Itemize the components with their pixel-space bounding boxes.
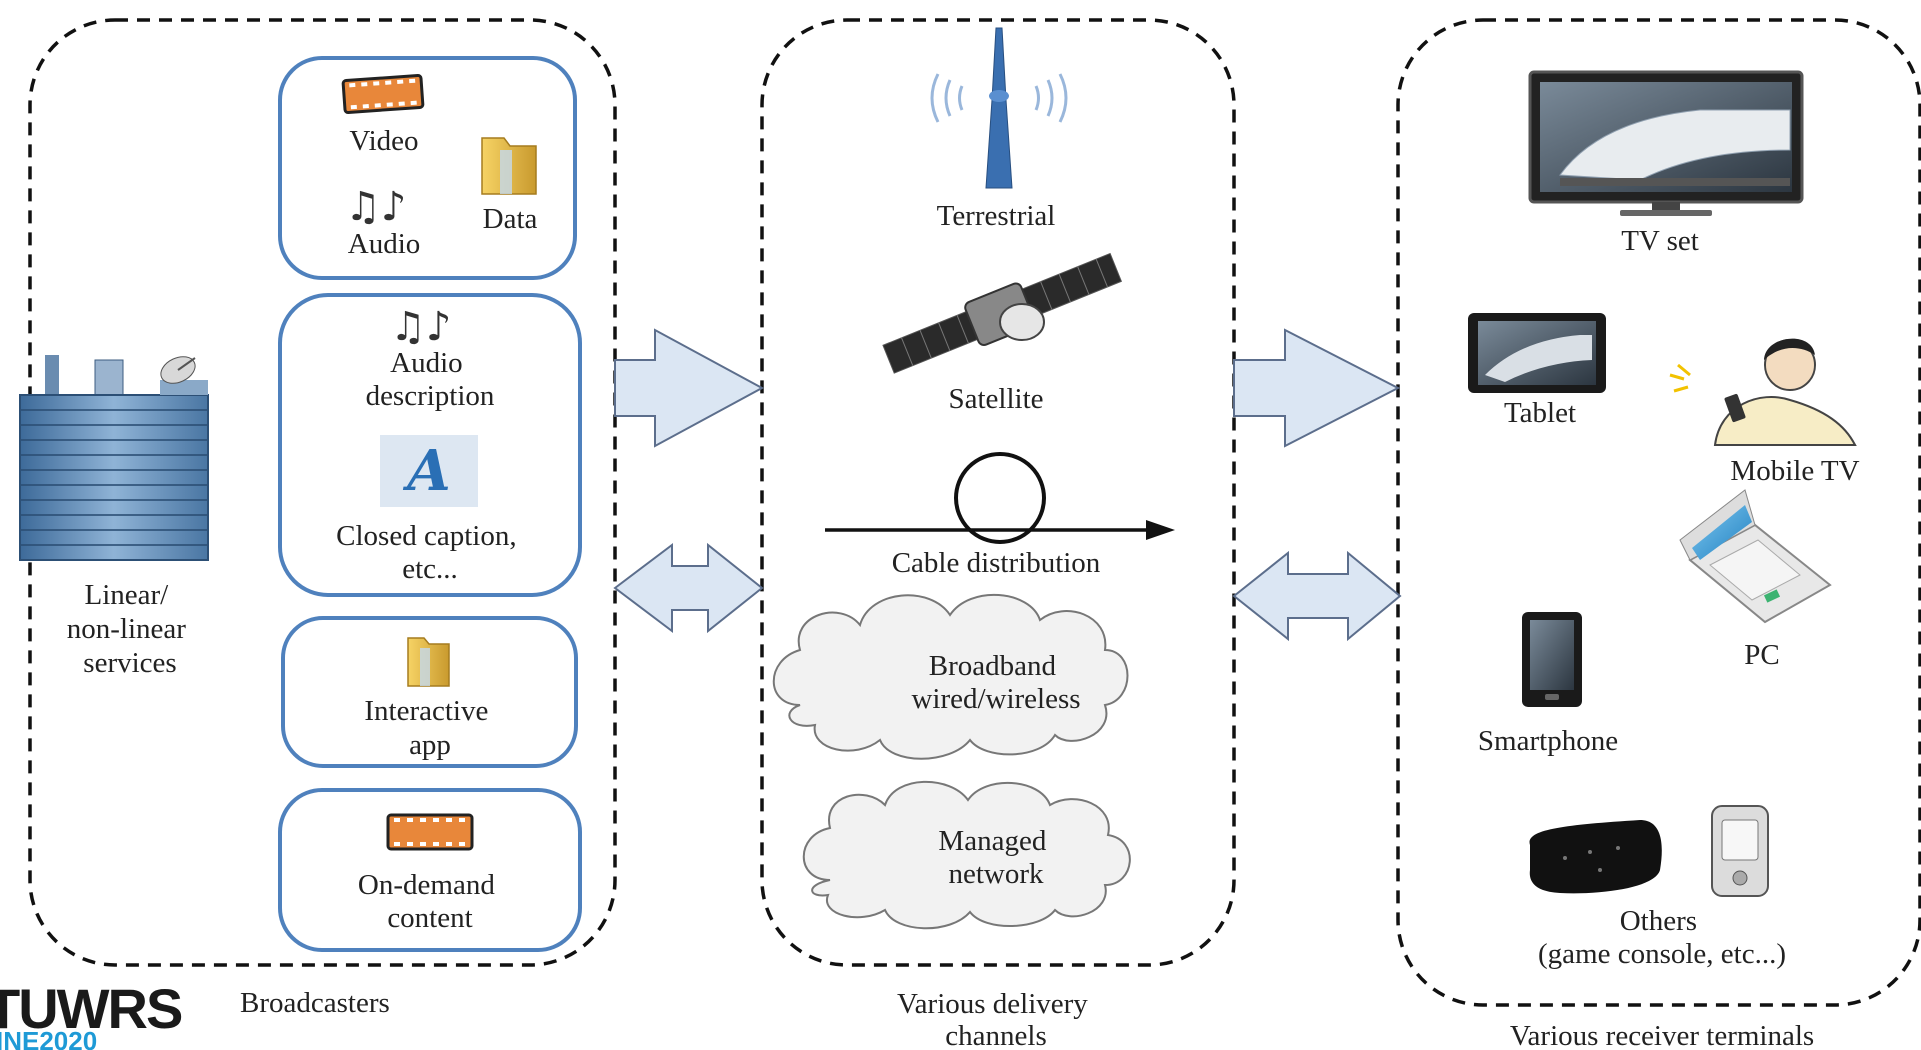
ondemand-label: On-demand content — [358, 869, 502, 934]
receiver-terminals-group — [1396, 18, 1921, 1007]
audio-label: Audio — [348, 228, 421, 260]
data-folder-icon — [481, 137, 537, 195]
tablet-label: Tablet — [1504, 397, 1576, 429]
cable-label: Cable distribution — [892, 547, 1101, 579]
others-label: Others (game console, etc...) — [1538, 905, 1786, 970]
svg-text:TUWRS: TUWRS — [0, 977, 182, 1040]
broadcasters-label: Broadcasters — [240, 987, 390, 1019]
svg-text:♫♪: ♫♪ — [345, 184, 406, 230]
receiver-terminals-label: Various receiver terminals — [1510, 1020, 1814, 1050]
closed-caption-icon: A — [380, 435, 478, 507]
content-box-accessibility — [278, 293, 582, 597]
interactive-app-label: Interactive app — [364, 695, 495, 761]
broadcaster-building-icon — [19, 355, 209, 561]
managed-network-cloud-shape — [802, 780, 1131, 930]
music-notes-icon: ♫♪ — [345, 184, 406, 230]
svg-text:♫♪: ♫♪ — [390, 304, 451, 350]
cable-loop-icon — [825, 452, 1175, 544]
pc-laptop-icon — [1679, 489, 1832, 624]
terrestrial-label: Terrestrial — [937, 200, 1056, 232]
smartphone-label: Smartphone — [1478, 725, 1618, 757]
terrestrial-tower-icon — [930, 27, 1068, 189]
tuwrs-logo: TUWRS INE2020 — [0, 977, 184, 1050]
broadcast-forward-arrow — [614, 328, 765, 448]
delivery-forward-arrow — [1233, 328, 1401, 448]
closed-caption-label: Closed caption, etc... — [336, 520, 524, 585]
managed-network-label: Managed network — [938, 825, 1053, 890]
handheld-device-icon — [1711, 805, 1769, 897]
mobile-tv-label: Mobile TV — [1730, 455, 1859, 487]
pc-label: PC — [1744, 639, 1779, 671]
satellite-label: Satellite — [948, 383, 1043, 415]
satellite-icon — [882, 252, 1123, 374]
content-box-ondemand — [278, 788, 582, 952]
building-label: Linear/ non-linear services — [67, 579, 193, 679]
video-label: Video — [349, 125, 418, 157]
content-box-media — [278, 56, 577, 280]
mobile-tv-person-icon — [1669, 338, 1857, 446]
tv-set-label: TV set — [1621, 225, 1699, 257]
ondemand-film-icon — [386, 813, 474, 851]
data-label: Data — [483, 203, 538, 235]
content-box-interactive — [281, 616, 578, 768]
game-console-icon — [1529, 820, 1662, 894]
svg-text:A: A — [402, 438, 450, 504]
tablet-icon — [1468, 313, 1606, 393]
film-reel-icon — [341, 74, 425, 114]
delivery-channels-label: Various delivery channels — [897, 988, 1095, 1050]
tv-set-icon — [1528, 70, 1804, 216]
delivery-bidirectional-arrow — [1232, 550, 1402, 642]
smartphone-icon — [1522, 612, 1582, 707]
interactive-app-folder-icon — [407, 637, 450, 687]
broadband-label: Broadband wired/wireless — [911, 650, 1080, 715]
broadcast-bidirectional-arrow — [613, 542, 764, 634]
broadband-cloud-shape — [772, 594, 1129, 760]
audio-description-label: Audio description — [366, 347, 495, 412]
delivery-channels-group — [760, 18, 1236, 967]
svg-text:INE2020: INE2020 — [0, 1026, 97, 1050]
audio-description-notes-icon: ♫♪ — [390, 304, 451, 350]
broadcasters-group — [28, 18, 617, 967]
